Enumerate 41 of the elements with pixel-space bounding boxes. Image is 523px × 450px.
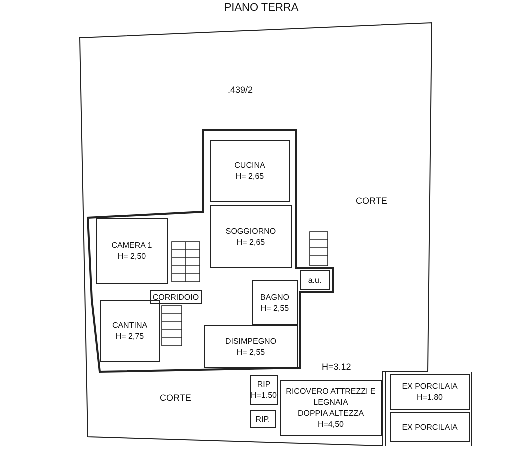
room-note: H=4,50 (318, 419, 344, 430)
height-label: H=3.12 (322, 362, 352, 372)
room-outline (96, 218, 168, 284)
room-note: H= 2,65 (236, 236, 266, 248)
room-outline (100, 300, 160, 362)
room-name: RIP. (256, 414, 270, 424)
room-name: CAMERA 1 (112, 240, 152, 251)
room-note: H= 2,65 (236, 171, 264, 182)
room-name: a.u. (308, 274, 322, 286)
room-note: H=1.50 (250, 390, 278, 401)
room-outline (150, 290, 202, 304)
room-outline (280, 380, 382, 436)
room-outline (210, 140, 290, 202)
room-outline (390, 374, 470, 410)
room-note: H= 2,55 (260, 302, 290, 314)
room-name: DISIMPEGNO (225, 336, 277, 346)
room-name: RIP (257, 379, 271, 390)
room-name: EX PORCILAIA (402, 381, 458, 392)
room-name: BAGNO (260, 292, 290, 302)
room-outline (250, 410, 276, 428)
room-outline (252, 280, 298, 325)
area-label: CORTE (160, 393, 192, 403)
room-name: CORRIDOIO (152, 292, 200, 302)
room-note: DOPPIA ALTEZZA (298, 408, 364, 419)
room-outline (210, 205, 292, 268)
room-note: H= 2,75 (116, 331, 144, 342)
room-note: H= 2,55 (236, 346, 266, 358)
plan-title: PIANO TERRA (223, 2, 300, 14)
room-name: CANTINA (112, 320, 148, 331)
area-label: CORTE (356, 196, 388, 206)
room-name: SOGGIORNO (226, 226, 276, 236)
room-note: H=1.80 (416, 392, 444, 403)
lot-number: .439/2 (228, 85, 254, 95)
room-name: CUCINA (234, 160, 266, 171)
room-outline (390, 412, 470, 442)
room-name: EX PORCILAIA (402, 422, 458, 432)
room-outline (204, 325, 298, 368)
room-outline (250, 375, 278, 405)
room-outline (300, 270, 330, 290)
room-note: H= 2,50 (118, 251, 146, 262)
room-name: RICOVERO ATTREZZI E LEGNAIA (285, 386, 377, 408)
